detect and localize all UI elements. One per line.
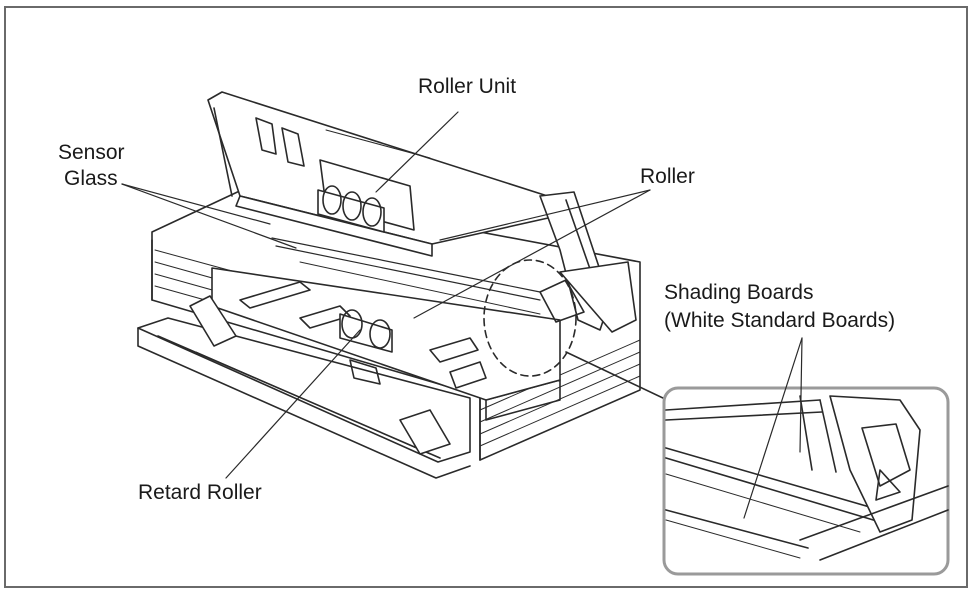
leader-sensor-glass-2: [121, 183, 297, 249]
leader-sensor-glass-1: [121, 183, 271, 225]
leader-shading-1: [799, 337, 803, 453]
detail-circle: [483, 259, 577, 377]
leader-shading-2: [743, 337, 803, 519]
front-tray: [137, 317, 471, 479]
roller-unit-shape: [317, 185, 385, 233]
hinge-arm: [539, 191, 637, 333]
sensor-glass-strips: [271, 237, 541, 315]
open-lid: [207, 91, 567, 257]
leader-roller-1: [439, 189, 651, 241]
label-shading-boards-line1: Shading Boards: [664, 281, 814, 304]
leader-roller-2: [413, 189, 651, 319]
label-shading-boards-line2: (White Standard Boards): [664, 309, 896, 332]
label-roller: Roller: [640, 165, 695, 188]
label-roller-unit: Roller Unit: [418, 75, 517, 98]
leader-retard-roller: [225, 329, 361, 479]
retard-roller-shape: [339, 309, 393, 385]
leader-lines: [121, 111, 803, 519]
leader-roller-unit: [375, 111, 459, 193]
label-retard-roller: Retard Roller: [138, 481, 262, 504]
label-sensor-glass-line2: Glass: [64, 167, 118, 190]
label-sensor-glass-line1: Sensor: [58, 141, 125, 164]
inset-detail: [662, 386, 950, 576]
